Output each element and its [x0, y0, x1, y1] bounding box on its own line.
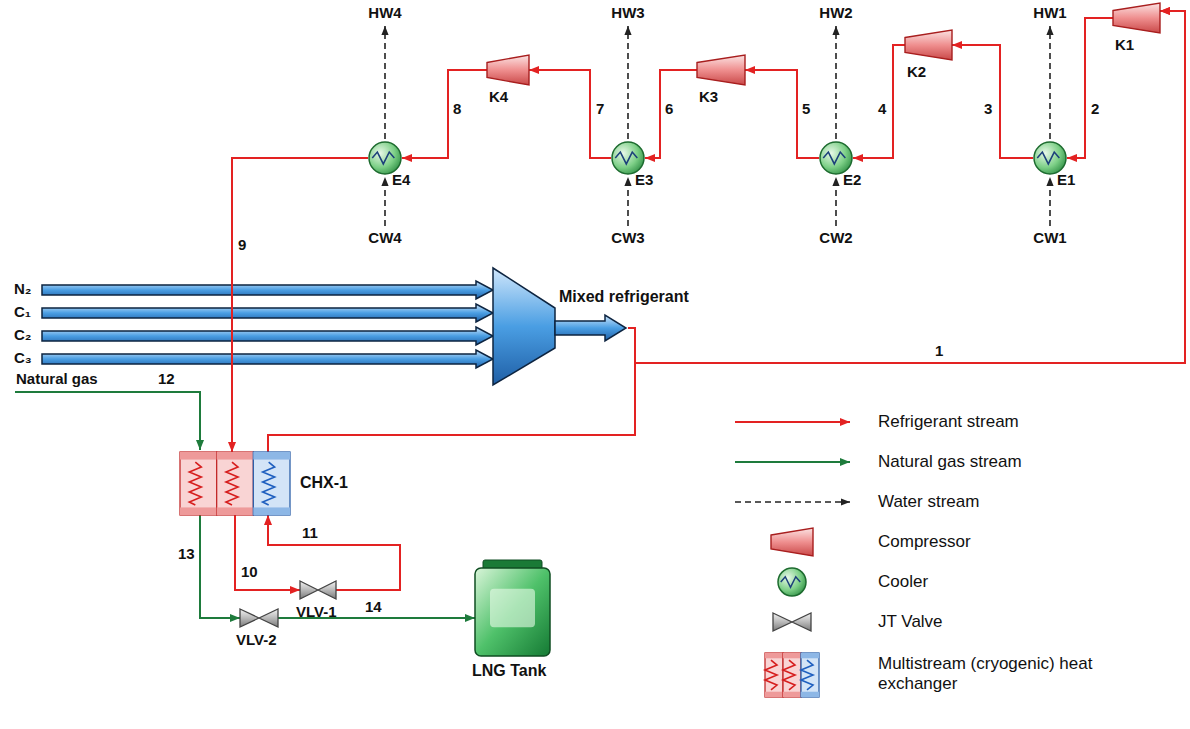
node-label: CHX-1: [300, 474, 348, 492]
node-label: VLV-2: [236, 631, 277, 648]
water-inlet-label: CW2: [819, 229, 852, 246]
stream-number: 10: [241, 563, 258, 580]
natural-gas-feed: [15, 392, 200, 450]
node-label: VLV-1: [296, 603, 337, 620]
cooler: E4: [368, 141, 402, 175]
node-label: K1: [1115, 36, 1134, 53]
stream-number: 3: [984, 100, 992, 117]
node-label: K3: [699, 88, 718, 105]
component-label: N₂: [14, 280, 32, 297]
stream-number: 9: [238, 236, 246, 253]
cooler: E3: [611, 141, 645, 175]
legend-text: JT Valve: [878, 612, 943, 632]
refrigerant-stream: [745, 70, 819, 158]
refrigerant-stream: [853, 45, 905, 158]
stream-number: 1: [935, 342, 943, 359]
node-label: K2: [907, 63, 926, 80]
stream-number: 5: [802, 100, 810, 117]
legend-sample: [735, 502, 850, 503]
compressor-symbol: [1113, 3, 1160, 33]
stream-number: 11: [302, 524, 318, 541]
jt-valve: VLV-1: [300, 581, 336, 599]
legend-sample: [735, 462, 850, 463]
refrigerant-stream: [268, 11, 1185, 452]
legend-text: Compressor: [878, 532, 971, 552]
stream-label: Natural gas: [16, 370, 98, 387]
refrigerant-stream: [232, 158, 368, 452]
refrigerant-stream: [952, 45, 1033, 158]
stream-number: 4: [878, 100, 886, 117]
legend-text: Water stream: [878, 492, 979, 512]
cooler-symbol: [1033, 141, 1067, 175]
compressor-symbol: [905, 30, 952, 60]
stream-number: 2: [1091, 100, 1099, 117]
water-inlet-label: CW1: [1033, 229, 1066, 246]
water-outlet-label: HW2: [819, 4, 852, 21]
node-label: E1: [1057, 171, 1075, 188]
refrigerant-stream: [628, 11, 1185, 363]
compressor-symbol: [697, 55, 745, 85]
compressor: K1: [1113, 3, 1160, 33]
natural-gas-stream: [200, 515, 240, 618]
legend-sample: [765, 653, 819, 697]
jt-valve: VLV-2: [240, 609, 278, 627]
water-inlet-label: CW4: [368, 229, 401, 246]
compressor: K4: [487, 55, 529, 85]
stream-number: 14: [365, 598, 382, 615]
node-label: E4: [392, 171, 410, 188]
water-outlet-label: HW1: [1033, 4, 1066, 21]
compressor: K3: [697, 55, 745, 85]
node-label: E3: [635, 171, 653, 188]
legend-sample: [778, 568, 806, 596]
stream-number: 6: [665, 100, 673, 117]
refrigerant-stream: [1067, 18, 1113, 158]
lng-tank: LNG Tank: [475, 560, 550, 656]
component-label: C₂: [14, 326, 32, 343]
legend-text: Natural gas stream: [878, 452, 1022, 472]
refrigerant-stream: [402, 70, 487, 158]
refrigerant-mixer: Mixed refrigerant: [493, 268, 628, 385]
component-label: C₁: [14, 303, 31, 320]
water-stream: [385, 26, 1050, 226]
refrigerant-mixer-symbol: [493, 268, 628, 385]
node-label: E2: [843, 171, 861, 188]
cooler: E1: [1033, 141, 1067, 175]
compressor: K2: [905, 30, 952, 60]
legend-text: Multistream (cryogenic) heat exchanger: [878, 654, 1093, 693]
compressor-symbol: [487, 55, 529, 85]
water-outlet-label: HW3: [611, 4, 644, 21]
heat-exchanger-symbol: [180, 452, 290, 515]
cooler: E2: [819, 141, 853, 175]
water-outlet-label: HW4: [368, 4, 401, 21]
jt-valve-symbol: [240, 609, 278, 627]
stream-number: 13: [178, 545, 195, 562]
legend-text: Refrigerant stream: [878, 412, 1019, 432]
node-label: LNG Tank: [472, 662, 546, 680]
jt-valve-symbol: [300, 581, 336, 599]
legend-sample: [771, 528, 813, 556]
component-label: C₃: [14, 349, 32, 366]
node-label: K4: [489, 88, 508, 105]
component-feed-arrows: [42, 281, 493, 368]
stream-number: 8: [453, 100, 461, 117]
refrigerant-stream: [529, 70, 611, 158]
legend-text: Cooler: [878, 572, 928, 592]
cooler-symbol: [611, 141, 645, 175]
water-inlet-label: CW3: [611, 229, 644, 246]
node-label: Mixed refrigerant: [559, 288, 689, 306]
stream-number: 7: [596, 100, 604, 117]
legend-sample: [735, 422, 850, 423]
lng-tank-symbol: [475, 560, 550, 656]
heat-exchanger: CHX-1: [180, 452, 290, 515]
refrigerant-stream: [268, 515, 400, 590]
cooler-symbol: [368, 141, 402, 175]
legend-sample: [773, 613, 811, 631]
refrigerant-stream: [645, 70, 697, 158]
cooler-symbol: [819, 141, 853, 175]
stream-number: 12: [158, 370, 175, 387]
